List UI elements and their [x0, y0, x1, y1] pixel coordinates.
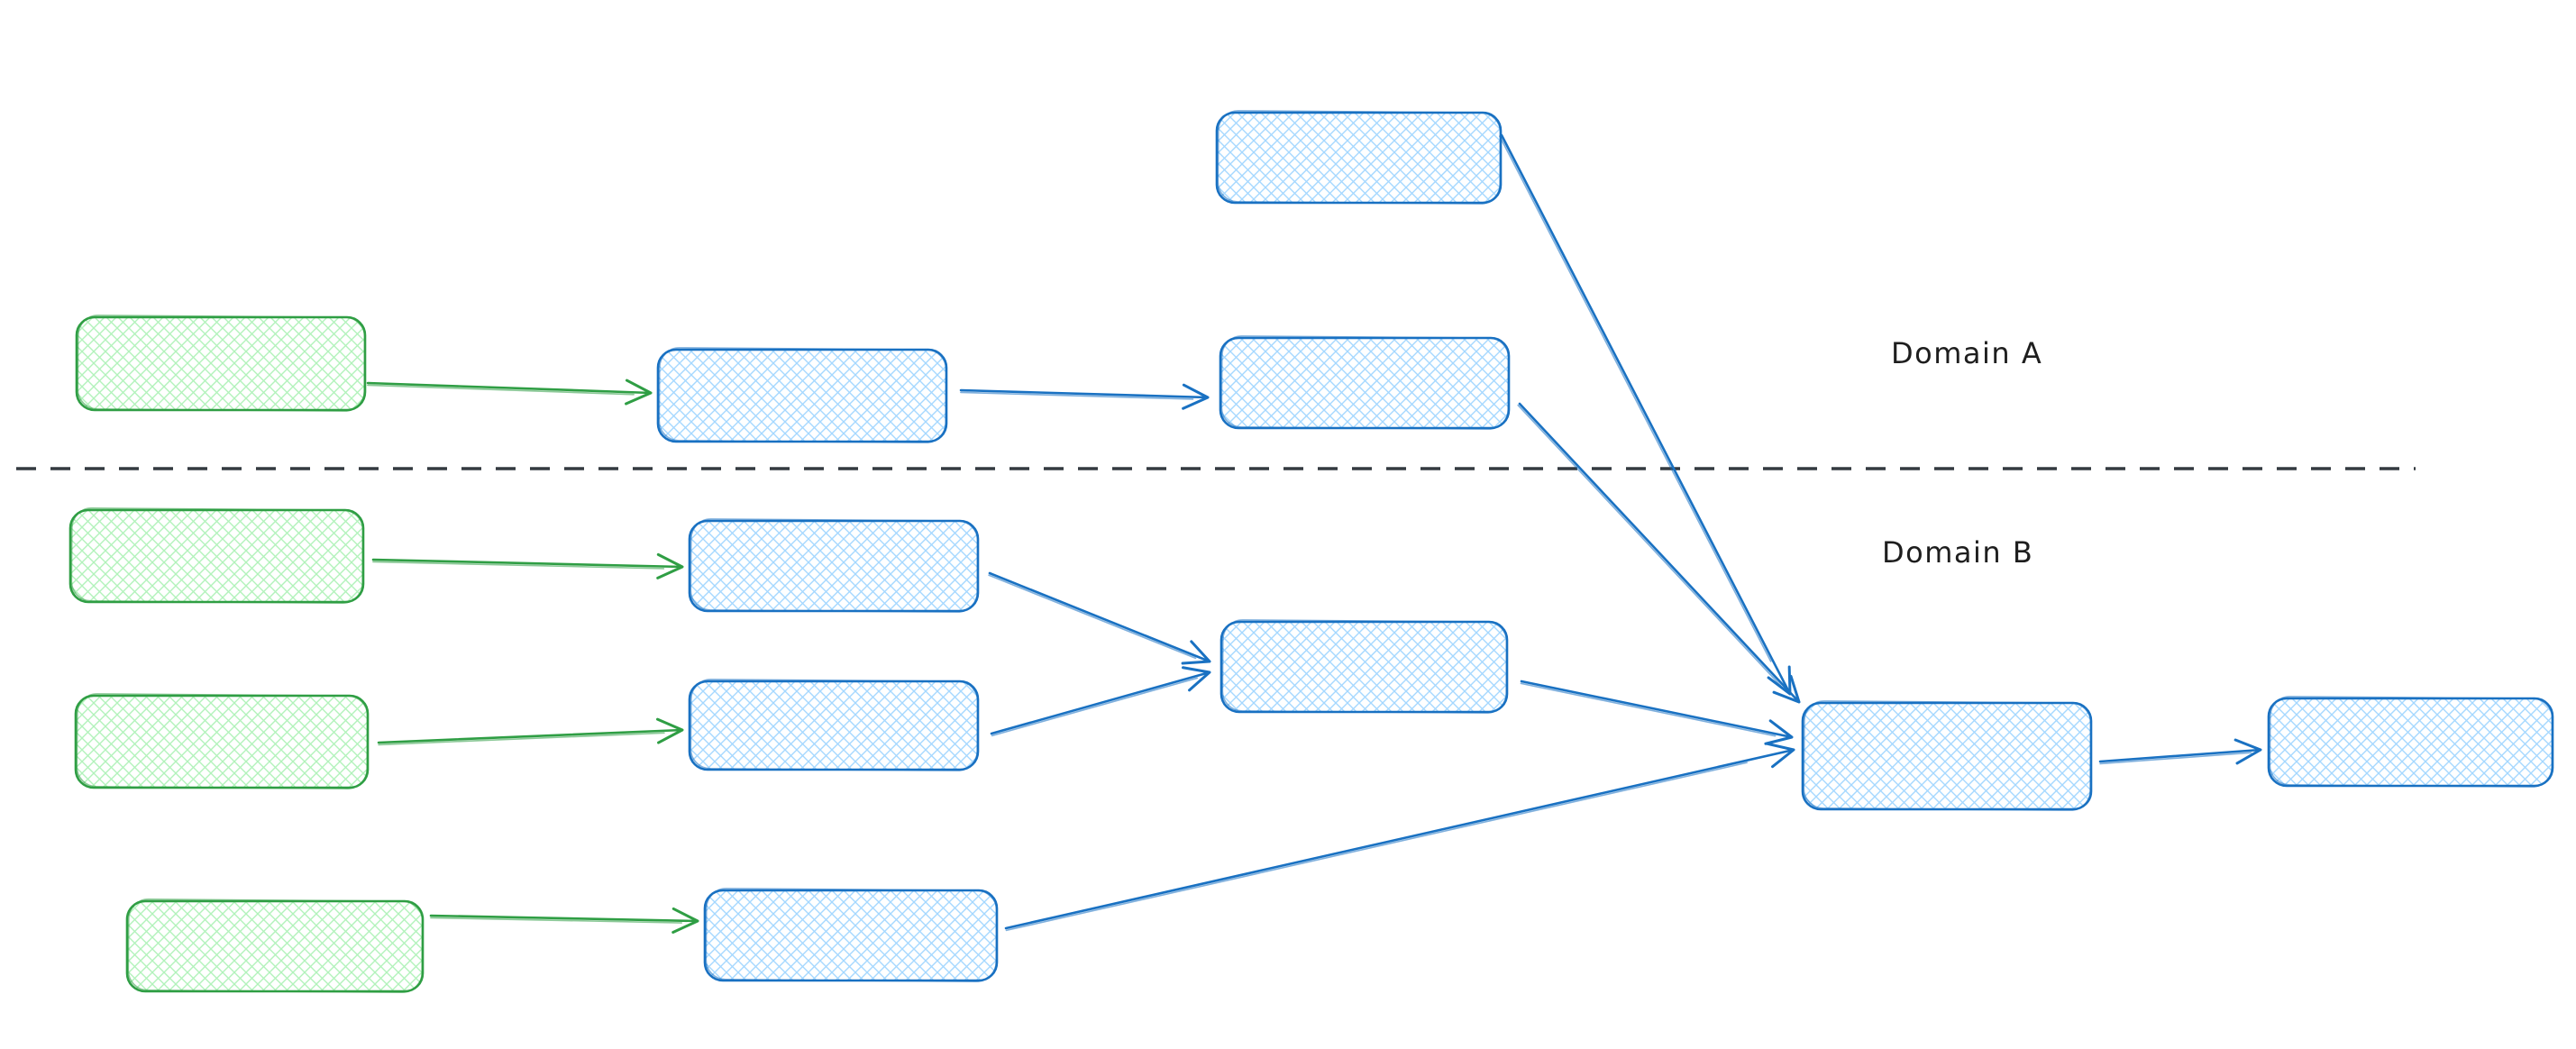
box-green-b3[interactable] [125, 898, 425, 993]
edge-b1-to-merge-b-sketch-line [988, 574, 1197, 660]
box-merge-b-sketch-outline [1221, 619, 1508, 714]
edge-b2-to-merge-b-sketch-line [991, 677, 1198, 737]
edge-merge-b-to-merge-line [1520, 680, 1794, 745]
box-b1-shape [688, 519, 980, 613]
box-b3[interactable] [703, 888, 999, 982]
edge-a1-to-a2[interactable] [959, 383, 1210, 410]
box-merge-b[interactable] [1219, 619, 1509, 714]
edge-green-b2-to-b2-line [377, 717, 684, 744]
box-output[interactable] [2267, 696, 2554, 788]
edge-top-to-merge-sketch-line [1499, 135, 1772, 662]
box-b2-sketch-outline [690, 679, 979, 771]
box-green-b2[interactable] [74, 693, 370, 789]
edge-merge-b-to-merge-sketch-line [1520, 682, 1777, 737]
edge-top-to-merge-line [1500, 133, 1792, 696]
edge-merge-b-to-merge[interactable] [1520, 680, 1794, 745]
edge-green-a-to-a1[interactable] [366, 379, 653, 406]
edge-green-b1-to-b1-sketch-line [372, 561, 665, 570]
edge-green-b2-to-b2-sketch-line [378, 732, 665, 746]
box-green-b2-shape [74, 694, 370, 789]
edge-green-a-to-a1-sketch-line [367, 384, 635, 396]
edge-green-b3-to-b3-line [429, 907, 699, 934]
box-merge-b-shape [1219, 620, 1509, 714]
box-top[interactable] [1215, 110, 1503, 205]
box-green-b3-shape [125, 899, 425, 993]
box-b3-sketch-outline [705, 888, 998, 982]
box-b3-shape [703, 889, 999, 982]
domain-b-label[interactable]: Domain B [1882, 535, 2033, 570]
edge-a1-to-a2-line [959, 383, 1210, 410]
edge-green-b3-to-b3[interactable] [429, 907, 699, 934]
box-green-a-shape [75, 315, 367, 412]
edge-green-b2-to-b2[interactable] [377, 717, 684, 746]
box-a2[interactable] [1219, 335, 1511, 430]
box-top-shape [1215, 111, 1503, 205]
edge-merge-to-output-sketch-line [2099, 752, 2252, 765]
edge-b3-to-merge-sketch-line [1005, 762, 1748, 932]
domain-a-label[interactable]: Domain A [1891, 336, 2042, 370]
box-b1-sketch-outline [690, 518, 979, 613]
box-green-b1-sketch-outline [70, 507, 364, 604]
box-b2[interactable] [688, 679, 980, 771]
box-b1[interactable] [688, 518, 980, 613]
edge-b3-to-merge[interactable] [1004, 742, 1795, 932]
edge-b2-to-merge-b-line [990, 666, 1211, 735]
edge-b1-to-merge-b-line [988, 571, 1211, 665]
box-merge-all[interactable] [1801, 700, 2093, 811]
edge-merge-to-output-line [2098, 738, 2262, 765]
box-top-sketch-outline [1217, 110, 1502, 205]
edge-top-to-merge[interactable] [1499, 133, 1792, 696]
edge-merge-to-output[interactable] [2098, 738, 2262, 765]
box-a2-shape [1219, 336, 1511, 430]
box-output-sketch-outline [2269, 696, 2553, 788]
box-green-b3-sketch-outline [127, 898, 424, 993]
edge-green-a-to-a1-line [366, 379, 653, 406]
edge-a2-to-merge[interactable] [1517, 402, 1801, 704]
box-green-b2-sketch-outline [76, 693, 369, 789]
edge-green-b1-to-b1[interactable] [371, 552, 684, 579]
box-a2-sketch-outline [1220, 335, 1510, 430]
box-green-a-sketch-outline [77, 315, 366, 412]
edge-green-b1-to-b1-line [371, 552, 684, 579]
box-b2-shape [688, 680, 980, 771]
box-a1-shape [656, 348, 948, 443]
edge-a1-to-a2-sketch-line [960, 391, 1194, 400]
edge-a2-to-merge-sketch-line [1517, 404, 1782, 687]
box-a1-sketch-outline [658, 347, 947, 443]
edge-b1-to-merge-b[interactable] [988, 571, 1211, 665]
box-green-a[interactable] [75, 315, 367, 412]
box-merge-all-sketch-outline [1803, 700, 2092, 811]
box-green-b1-shape [69, 508, 365, 604]
box-merge-all-shape [1801, 701, 2093, 811]
box-green-b1[interactable] [69, 507, 365, 604]
box-a1[interactable] [656, 347, 948, 443]
edge-green-b3-to-b3-sketch-line [430, 917, 683, 924]
edge-a2-to-merge-line [1518, 402, 1801, 704]
edge-b3-to-merge-line [1004, 742, 1795, 930]
box-output-shape [2267, 697, 2554, 788]
edge-b2-to-merge-b[interactable] [990, 666, 1211, 737]
